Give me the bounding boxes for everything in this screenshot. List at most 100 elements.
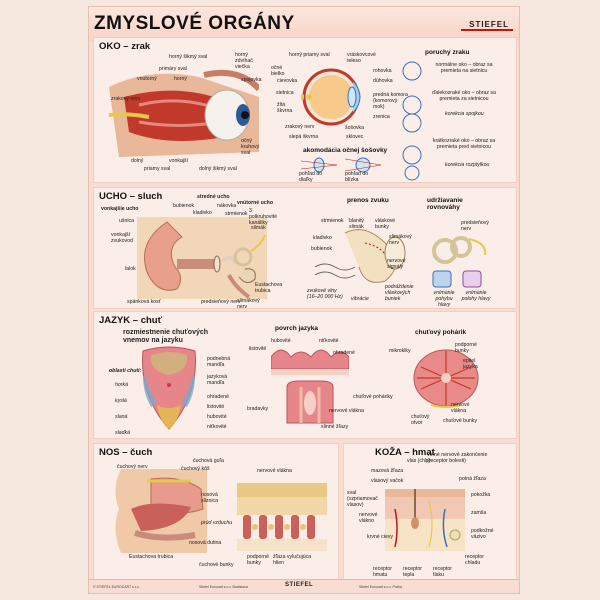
- tongue-heading: JAZYK – chuť: [99, 315, 163, 326]
- lens-far-illustration: [301, 157, 337, 173]
- eye-label: korekcia rozptylkou: [445, 162, 490, 168]
- nose-label: nervové vlákna: [257, 468, 292, 474]
- tongue-label: ohradené: [333, 350, 355, 356]
- taste-zone-label: kyslá: [115, 398, 127, 404]
- ear-label: vonkajšie ucho: [101, 206, 139, 212]
- ear-label: slimák: [251, 225, 266, 231]
- accommodation-heading: akomodácia očnej šošovky: [303, 147, 388, 154]
- balance-heading: udržiavanie rovnováhy: [427, 197, 463, 212]
- tongue-label: nervové vlákna: [329, 408, 364, 414]
- ear-label: 3 polkruhovité kanáliky: [249, 208, 277, 226]
- skin-label: receptor tepla: [403, 566, 423, 578]
- ear-label: podráždenie vláskových buniek: [385, 284, 414, 302]
- nose-label: podporné bunky: [247, 554, 269, 566]
- eye-label: zrenica: [373, 114, 390, 120]
- nose-heading: NOS – čuch: [99, 447, 153, 458]
- tongue-label: rozmiestnenie chuťových vnemov na jazyku: [123, 329, 209, 345]
- tongue-label: bradavky: [247, 406, 269, 412]
- skin-label: receptor tlaku: [433, 566, 453, 578]
- tongue-label: podnebná mandľa: [207, 356, 231, 368]
- skin-label: krvné cievy: [367, 534, 393, 540]
- skin-illustration: [385, 489, 465, 551]
- tongue-label: epitel jazyka: [463, 358, 478, 370]
- skin-label: mazová žľaza: [371, 468, 404, 474]
- eye-label: korekcia spojkou: [445, 111, 484, 117]
- skin-label: vlasový vačok: [371, 478, 404, 484]
- eye-label: cievovka: [277, 78, 298, 84]
- brand-logo: STIEFEL: [469, 20, 509, 29]
- tongue-label: jazyková mandľa: [207, 374, 228, 386]
- nose-label: Eustachova trubica: [129, 554, 174, 560]
- skin-label: receptor hmatu: [373, 566, 393, 578]
- skin-label: podkožné väzivo: [471, 528, 494, 540]
- footer-copyright: © STIEFEL EUROCART s.r.o.: [93, 585, 140, 589]
- ear-label: stredné ucho: [197, 194, 230, 200]
- tongue-label: hubovité: [207, 414, 227, 420]
- ear-label: vnútorné ucho: [237, 200, 274, 206]
- skin-heading: KOŽA – hmat: [375, 447, 435, 458]
- balance-illustration: [429, 235, 491, 289]
- nose-label: nosová sliznica: [201, 492, 219, 504]
- ear-label: strmienok: [225, 211, 248, 217]
- nose-label: čuchový nerv: [117, 464, 148, 470]
- nose-label: čuchový kôš: [181, 466, 210, 472]
- defects-heading: poruchy zraku: [425, 49, 470, 56]
- eye-orbit-illustration: [109, 67, 259, 157]
- nose-label: čuchové bunky: [199, 562, 234, 568]
- eye-label: priamy sval: [144, 166, 171, 172]
- eye-label: horný šikmý sval: [169, 54, 208, 60]
- eye-label: spojovka: [241, 77, 262, 83]
- ear-label: predsieňový nerv: [461, 220, 489, 232]
- tongue-label: mikroklky: [389, 348, 411, 354]
- ear-label: vláskové bunky: [375, 218, 396, 230]
- taste-zone-label: sladká: [115, 430, 130, 436]
- tongue-label: ohradené: [207, 394, 229, 400]
- tongue-label: nervové vlákna: [451, 402, 470, 414]
- ear-label: predsieňový nerv: [201, 299, 241, 305]
- ear-label: kladivko: [193, 210, 212, 216]
- ear-label: spánková kosť: [127, 299, 161, 305]
- eye-label: primáry sval: [159, 66, 187, 72]
- eye-label: žltá škvrna: [277, 102, 293, 114]
- taste-zone-label: slaná: [115, 414, 128, 420]
- eye-label: rohovka: [373, 68, 392, 74]
- taste-zone-label: horká: [115, 382, 128, 388]
- ear-heading: UCHO – sluch: [99, 191, 163, 202]
- ear-label: ušnica: [119, 218, 134, 224]
- ear-label: slimákový nerv: [389, 234, 412, 246]
- header: ZMYSLOVÉ ORGÁNY STIEFEL: [89, 7, 519, 41]
- eye-label: očný kruhový sval: [241, 138, 260, 156]
- eye-label: zrakový nerv: [111, 96, 141, 102]
- eye-label: vráskovcové teleso: [347, 52, 376, 64]
- taste-bud-illustration: [411, 347, 481, 409]
- surface-heading: povrch jazyka: [275, 325, 318, 332]
- eye-label: sietnica: [276, 90, 294, 96]
- footer: © STIEFEL EUROCART s.r.o. Stiefel Euroca…: [89, 579, 519, 593]
- sound-transfer-illustration: [315, 223, 407, 287]
- eye-label: vnútorný: [137, 76, 157, 82]
- brand-underline: [461, 29, 513, 31]
- eye-label: ďalekozraké oko – obraz sa premieta za s…: [432, 90, 496, 102]
- tongue-label: chuťové bunky: [443, 418, 477, 424]
- ear-label: zvukové vlny (16–20 000 Hz): [307, 288, 343, 300]
- eye-label: vonkajší: [169, 158, 189, 164]
- skin-label: zamša: [471, 510, 487, 516]
- ear-label: kladivko: [313, 235, 332, 241]
- poster: ZMYSLOVÉ ORGÁNY STIEFEL OKO – zrak horný…: [88, 6, 520, 594]
- taste-zone-label: oblasti chuti:: [109, 368, 142, 374]
- skin-label: nervové vlákno: [359, 512, 378, 524]
- skin-label: sval (vzpriamovač vlasov): [347, 490, 378, 508]
- cup-heading: chuťový pohárik: [415, 329, 467, 336]
- footer-address-right: Stiefel Eurocart s.r.o. Praha: [359, 585, 402, 589]
- ear-label: nákovka: [217, 203, 237, 209]
- skin-label: voľné nervové zakončenie (receptor boles…: [427, 452, 488, 464]
- ear-label: bubienok: [173, 203, 195, 209]
- eye-label: dolný šikmý sval: [199, 166, 237, 172]
- ear-label: vnímanie pohybu hlavy: [433, 290, 455, 308]
- nose-illustration: [111, 469, 207, 553]
- defects-illustration: [395, 59, 429, 181]
- skin-label: vlas (chlp): [407, 458, 431, 464]
- ear-label: strmienok: [321, 218, 344, 224]
- eye-label: zrakový nerv: [285, 124, 315, 130]
- olfactory-epithelium-illustration: [237, 483, 327, 551]
